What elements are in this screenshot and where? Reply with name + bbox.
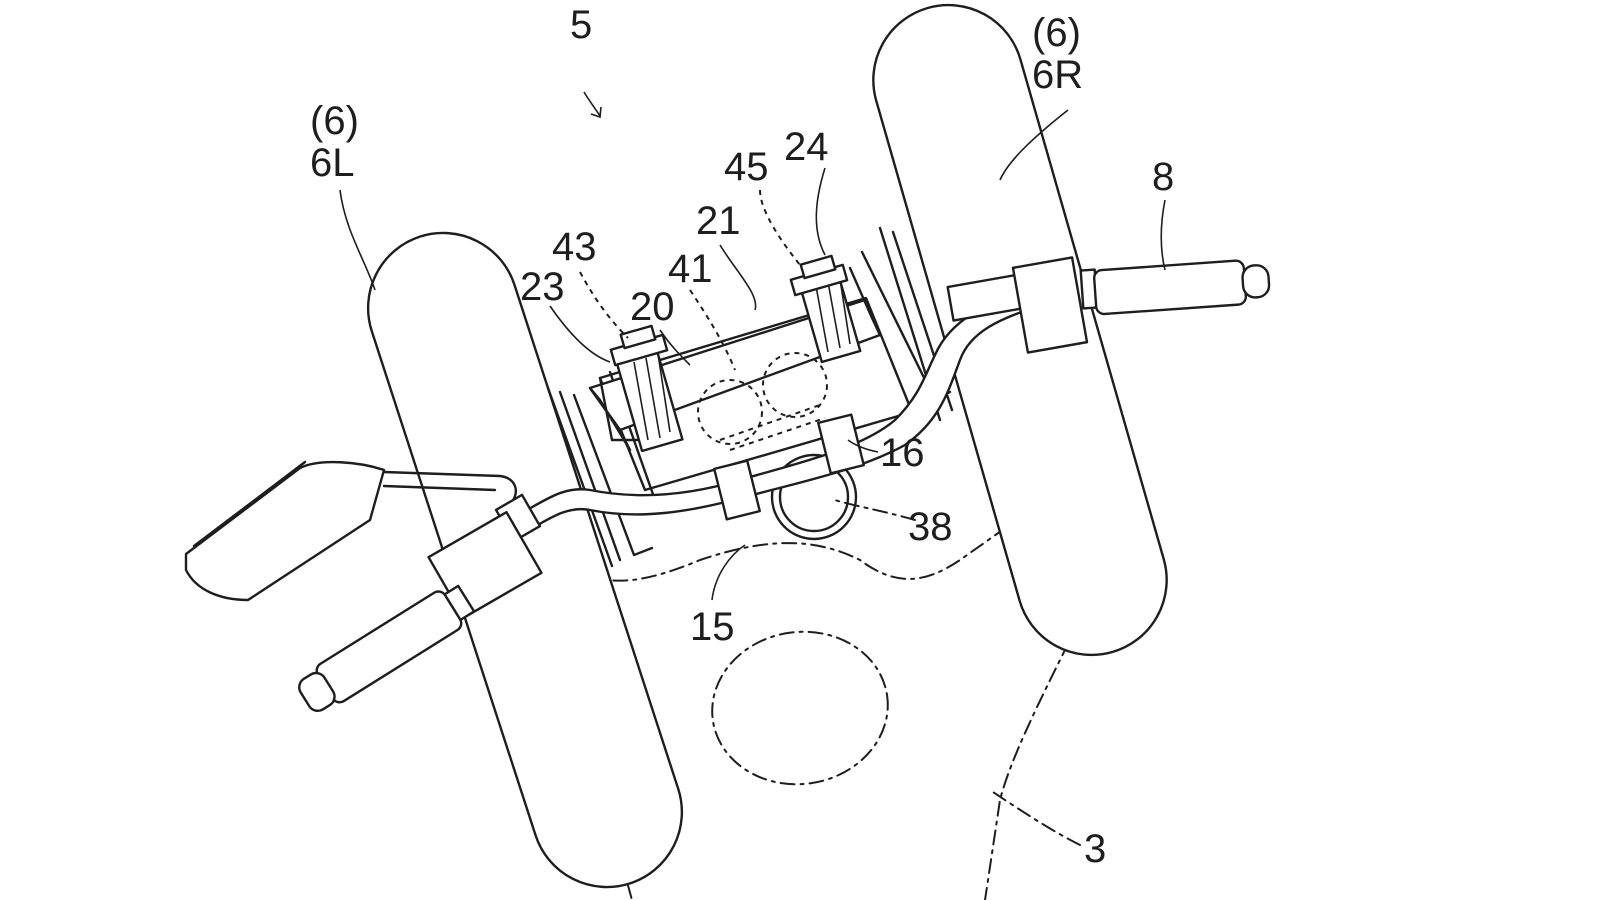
dampers [697, 352, 828, 451]
label-fork-group-left: (6) [310, 99, 359, 143]
label-bolt-left: 43 [552, 225, 597, 269]
label-clamp: 16 [880, 431, 925, 475]
label-mount: 38 [908, 505, 953, 549]
label-bolt-right: 45 [724, 145, 769, 189]
left-grip-assembly [298, 510, 543, 713]
label-bracket: 21 [696, 199, 741, 243]
label-holder-right: 24 [784, 125, 829, 169]
reference-labels: 5 (6) 6R (6) 6L 8 45 24 21 43 41 23 20 1… [310, 3, 1174, 871]
bolt-right [789, 254, 862, 364]
handlebar-clamps [713, 413, 865, 521]
label-base: 20 [630, 285, 675, 329]
bolt-left [609, 324, 684, 453]
label-assembly: 5 [570, 3, 592, 47]
label-holder-left: 23 [520, 265, 565, 309]
right-grip-assembly [946, 256, 1271, 354]
label-handlebar: 15 [690, 605, 735, 649]
leader-lines [339, 91, 1166, 846]
label-body: 3 [1084, 827, 1106, 871]
mirror-left [184, 460, 542, 602]
label-fork-right: 6R [1032, 53, 1083, 97]
label-fork-left: 6L [310, 141, 355, 185]
label-grip: 8 [1152, 155, 1174, 199]
label-damper: 41 [668, 247, 713, 291]
label-fork-group-right: (6) [1032, 11, 1081, 55]
